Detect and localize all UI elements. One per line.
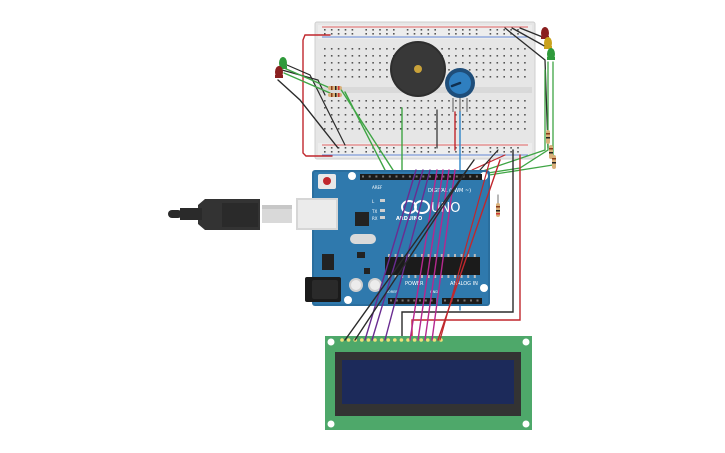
resistor-right-c <box>552 155 556 169</box>
resistor-right-b <box>549 145 553 159</box>
wire-purple <box>371 169 424 341</box>
analog-label: ANALOG IN <box>450 281 478 287</box>
lcd-16x2-module <box>325 336 532 430</box>
arduino-uno-board[interactable]: DIGITAL (PWM ~) AREF ARDUINO UNO L TX RX <box>296 170 490 306</box>
rx-label: RX <box>372 216 378 221</box>
arduino-wordmark: ARDUINO <box>396 216 422 222</box>
wire-green <box>479 69 546 173</box>
wire-black <box>511 27 549 49</box>
wire-black <box>344 159 475 341</box>
usb-cable <box>168 199 292 230</box>
power-header <box>388 298 436 304</box>
wire-green <box>474 61 549 176</box>
led-yellow-right <box>544 37 552 49</box>
microcontroller-chip <box>385 257 480 275</box>
resistor-left-b <box>328 93 342 97</box>
buzzer-icon <box>414 65 422 73</box>
wire-purple <box>384 169 431 341</box>
tx-label: TX <box>371 209 377 214</box>
led-red-left <box>275 66 283 78</box>
wire-black <box>354 169 468 341</box>
wire-red <box>439 159 491 341</box>
wire-magenta <box>431 169 456 341</box>
lcd-pins <box>340 338 443 342</box>
wire-black <box>479 149 499 171</box>
leds <box>275 27 555 78</box>
analog-header <box>442 298 482 304</box>
resistor-right-a <box>546 130 550 144</box>
lcd-wires <box>344 159 501 341</box>
buzzer <box>390 41 446 97</box>
wire-black <box>401 149 514 341</box>
wire-black <box>504 27 549 149</box>
led-green-left <box>279 57 287 69</box>
power-label: POWER <box>405 281 424 287</box>
wire-black <box>279 61 346 146</box>
resistors <box>328 86 556 217</box>
digital-label: DIGITAL (PWM ~) <box>428 188 471 194</box>
potentiometer[interactable] <box>445 68 475 112</box>
breadboard-holes <box>324 29 526 153</box>
resistor-board <box>496 203 500 217</box>
resistor-left-a <box>328 86 342 90</box>
led-red-right <box>541 27 549 39</box>
wire-black <box>277 79 339 149</box>
aref-label: AREF <box>372 185 383 190</box>
lcd-screen <box>342 360 514 404</box>
wire-magenta <box>409 169 438 341</box>
gnd-label: GND <box>430 290 438 294</box>
wire-green <box>283 72 331 94</box>
wire-red <box>302 34 333 157</box>
wire-magenta <box>417 169 444 341</box>
potentiometer-icon <box>450 81 462 88</box>
led-green-right <box>547 48 555 60</box>
led-l-label: L <box>372 199 375 204</box>
wire-green <box>283 67 331 89</box>
wire-magenta <box>424 169 450 341</box>
ioref-label: IOREF <box>387 290 397 294</box>
wire-red <box>471 154 506 171</box>
wire-green <box>339 87 394 171</box>
